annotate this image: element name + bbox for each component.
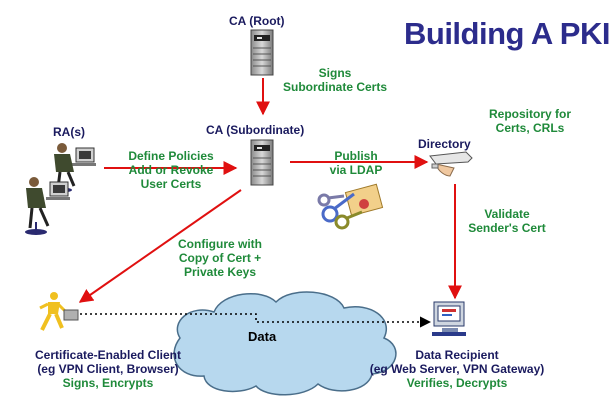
- client-detail: (eg VPN Client, Browser): [37, 362, 179, 376]
- data-flow-dotted: [80, 313, 432, 328]
- directory-hand-icon: [429, 151, 473, 177]
- client-action: Signs, Encrypts: [62, 376, 154, 390]
- data-cloud-label: Data: [248, 329, 277, 344]
- recipient-name: Data Recipient: [415, 348, 499, 362]
- client-name: Certificate-Enabled Client: [34, 348, 182, 362]
- recipient-action: Verifies, Decrypts: [406, 376, 508, 390]
- keys-certificate-icon: [317, 183, 384, 230]
- signs-flow-label: Signs Subordinate Certs: [265, 66, 405, 94]
- cloud-icon: [173, 291, 397, 396]
- ca-root-label: CA (Root): [229, 14, 285, 28]
- running-person-icon: [39, 292, 79, 331]
- flow-line: via LDAP: [329, 163, 383, 177]
- directory-label: Directory: [418, 137, 471, 151]
- ra-label: RA(s): [53, 125, 85, 139]
- flow-line: Validate: [484, 207, 530, 221]
- ca-subordinate-label: CA (Subordinate): [206, 123, 305, 137]
- server-icon: [250, 139, 274, 186]
- publish-flow-label: Publish via LDAP: [318, 149, 394, 177]
- flow-line: Define Policies: [128, 149, 214, 163]
- flow-line: Publish: [334, 149, 378, 163]
- flow-line: Private Keys: [183, 265, 257, 279]
- client-label: Certificate-Enabled Client (eg VPN Clien…: [10, 348, 206, 390]
- flow-line: Configure with: [178, 237, 262, 251]
- repository-flow-label: Repository for Certs, CRLs: [476, 107, 584, 135]
- flow-line: Add or Revoke: [128, 163, 214, 177]
- define-flow-label: Define Policies Add or Revoke User Certs: [110, 149, 232, 191]
- diagram-title: Building A PKI: [404, 16, 609, 51]
- flow-line: User Certs: [140, 177, 202, 191]
- flow-line: Subordinate Certs: [282, 80, 387, 94]
- flow-line: Signs: [318, 66, 352, 80]
- flow-line: Copy of Cert +: [178, 251, 262, 265]
- validate-flow-label: Validate Sender's Cert: [459, 207, 555, 235]
- recipient-detail: (eg Web Server, VPN Gateway): [369, 362, 545, 376]
- server-icon: [250, 29, 274, 76]
- configure-flow-label: Configure with Copy of Cert + Private Ke…: [164, 237, 276, 279]
- users-at-computers-icon: [25, 143, 96, 235]
- flow-line: Certs, CRLs: [495, 121, 565, 135]
- computer-icon: [432, 301, 466, 336]
- recipient-label: Data Recipient (eg Web Server, VPN Gatew…: [357, 348, 557, 390]
- arrow-sub-to-client: [78, 189, 242, 303]
- flow-line: Repository for: [488, 107, 571, 121]
- flow-line: Sender's Cert: [468, 221, 546, 235]
